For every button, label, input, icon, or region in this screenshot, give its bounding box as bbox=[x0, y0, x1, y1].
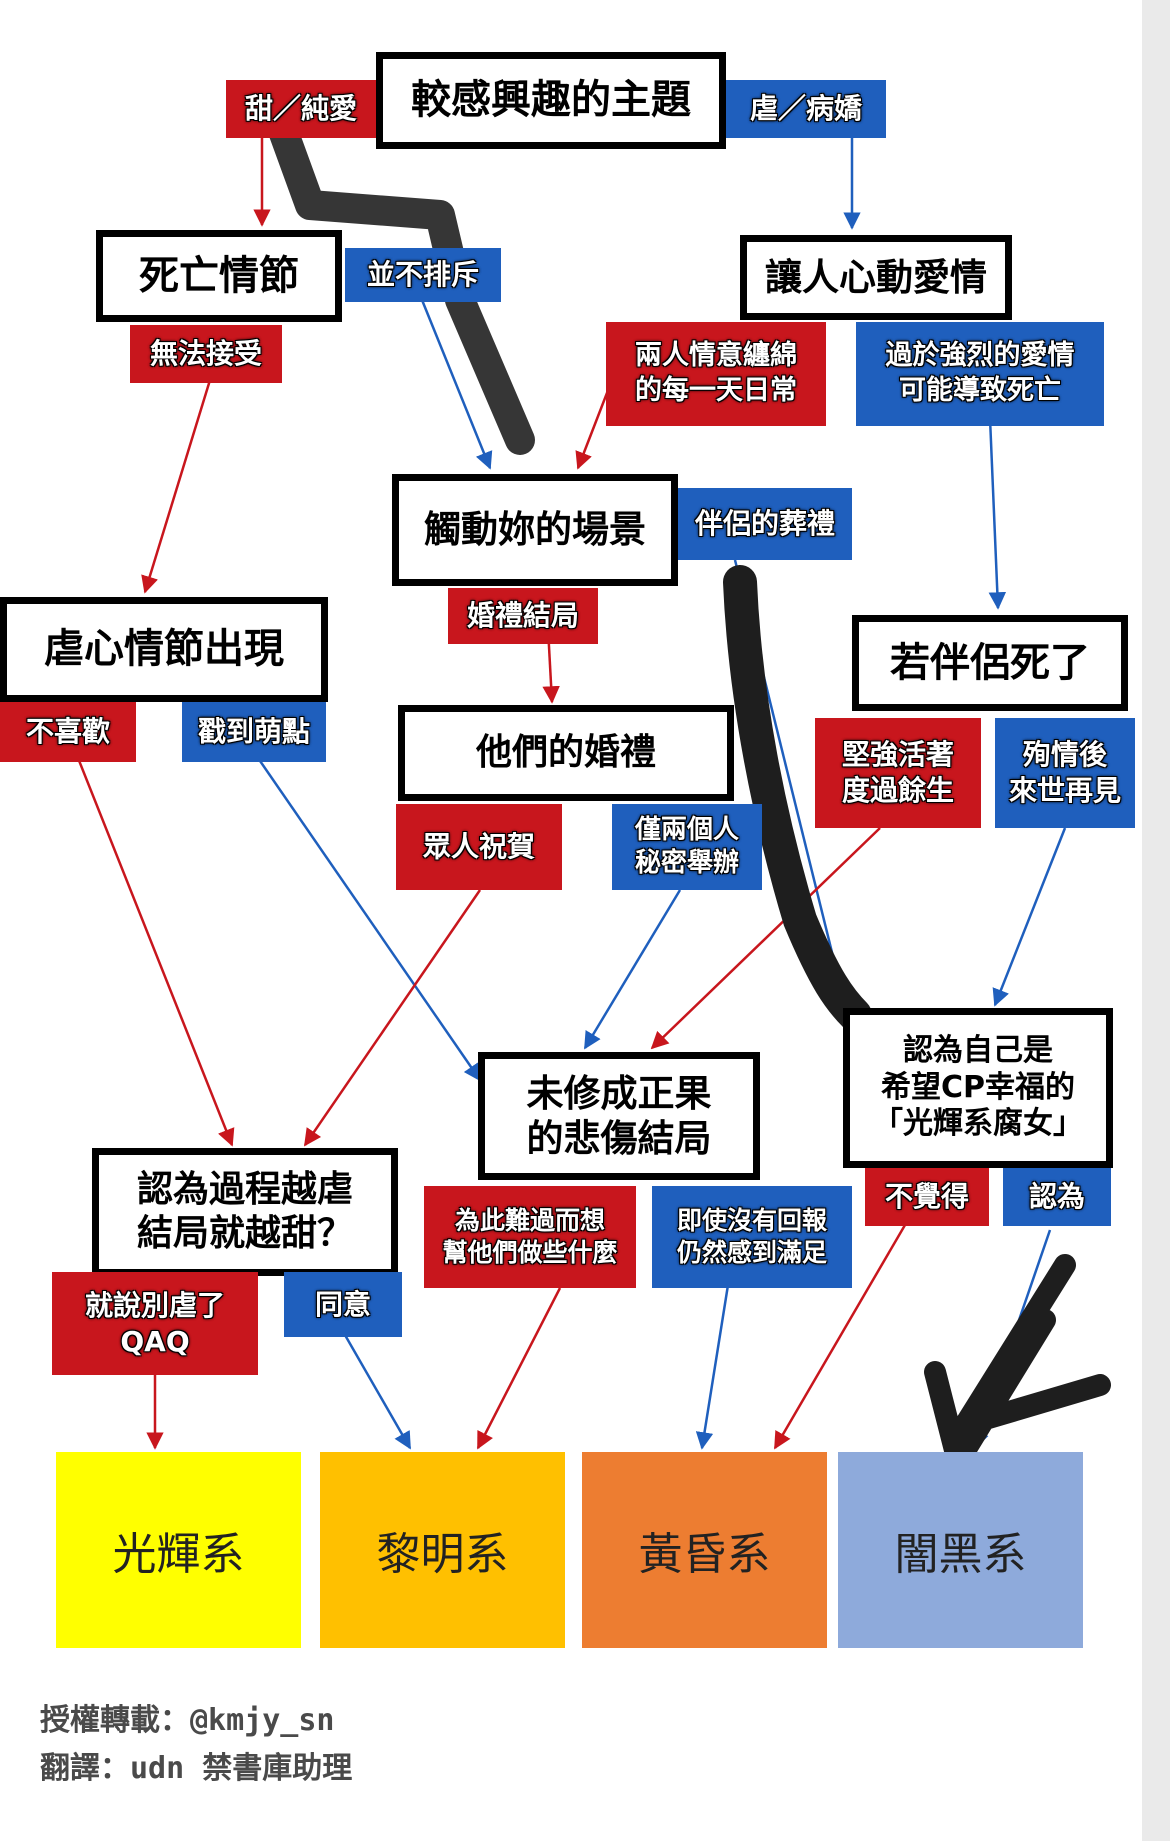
node-more-angst-sweeter: 認為過程越虐 結局就越甜？ bbox=[92, 1148, 398, 1276]
arrow-celebrate-to-angst bbox=[303, 889, 482, 1147]
node-partner-dies: 若伴侶死了 bbox=[852, 615, 1128, 711]
tag-agree: 同意 bbox=[284, 1272, 402, 1337]
tag-satisfied-anyway: 即使沒有回報 仍然感到滿足 bbox=[652, 1186, 852, 1288]
arrow-sad-to-dawn bbox=[476, 1287, 562, 1450]
tag-think-so: 認為 bbox=[1003, 1168, 1111, 1226]
tag-angst-yandere: 虐／病嬌 bbox=[726, 80, 886, 138]
tag-everyone-celebrates: 眾人祝賀 bbox=[396, 804, 562, 890]
result-dusk: 黃昏系 bbox=[582, 1452, 827, 1648]
tag-live-on: 堅強活著 度過餘生 bbox=[815, 718, 981, 828]
tag-daily-love: 兩人情意纏綿 的每一天日常 bbox=[606, 322, 826, 426]
tag-partner-funeral: 伴侶的葬禮 bbox=[678, 488, 852, 560]
arrow-dontthink-to-dusk bbox=[773, 1224, 907, 1450]
arrow-agree-to-dawn bbox=[343, 1334, 412, 1450]
tag-hits-spot: 戳到萌點 bbox=[182, 702, 326, 762]
tag-wedding-ending: 婚禮結局 bbox=[448, 588, 598, 644]
credit-authorized-repost: 授權轉載：@kmjy_sn bbox=[40, 1703, 335, 1738]
arrow-secret-to-unfulfilled bbox=[583, 889, 682, 1050]
arrow-noreject-to-scene bbox=[418, 294, 493, 470]
node-their-wedding: 他們的婚禮 bbox=[398, 705, 734, 801]
tag-intense-love: 過於強烈的愛情 可能導致死亡 bbox=[856, 322, 1104, 426]
arrow-satisfied-to-dusk bbox=[695, 1284, 730, 1450]
tag-no-reject: 並不排斥 bbox=[345, 248, 501, 302]
arrow-dislike-to-angst bbox=[76, 757, 235, 1147]
result-dawn: 黎明系 bbox=[320, 1452, 565, 1648]
credit-translation: 翻譯：udn 禁書庫助理 bbox=[40, 1751, 353, 1786]
node-interest-topic: 較感興趣的主題 bbox=[376, 52, 726, 149]
arrow-spot-to-unfulfilled bbox=[256, 757, 482, 1082]
node-touching-love: 讓人心動愛情 bbox=[740, 235, 1012, 320]
node-unfulfilled-ending: 未修成正果 的悲傷結局 bbox=[478, 1052, 760, 1180]
tag-cannot-accept: 無法接受 bbox=[130, 325, 282, 383]
result-dark: 闇黑系 bbox=[838, 1452, 1083, 1648]
node-death-plot: 死亡情節 bbox=[96, 230, 342, 322]
result-radiant: 光輝系 bbox=[56, 1452, 301, 1648]
tag-dislike: 不喜歡 bbox=[0, 702, 136, 762]
arrow-intense-to-dies bbox=[988, 417, 1007, 610]
node-heartbreak-plot: 虐心情節出現 bbox=[0, 597, 328, 702]
tag-dont-torment: 就說別虐了 QAQ bbox=[52, 1272, 258, 1375]
arrow-cannot-to-heartbreak bbox=[141, 379, 212, 594]
tag-die-for-love: 殉情後 來世再見 bbox=[995, 718, 1135, 828]
node-radiant-fujoshi: 認為自己是 希望CP幸福的 「光輝系腐女」 bbox=[843, 1008, 1113, 1168]
pen-path-scribble bbox=[267, 113, 535, 455]
tag-secret-wedding: 僅兩個人 秘密舉辦 bbox=[612, 804, 762, 890]
node-touching-scene: 觸動妳的場景 bbox=[392, 474, 678, 586]
tag-sweet-pure: 甜／純愛 bbox=[226, 80, 376, 138]
arrow-diefor-to-radiant bbox=[992, 827, 1067, 1007]
tag-sad-do-something: 為此難過而想 幫他們做些什麼 bbox=[424, 1186, 636, 1288]
pen-path-ribbon bbox=[723, 565, 872, 1032]
right-edge-strip bbox=[1142, 0, 1170, 1841]
pen-checkmark bbox=[924, 1254, 1111, 1473]
tag-dont-think: 不覺得 bbox=[865, 1168, 989, 1226]
arrow-liveon-to-unfulfilled bbox=[650, 827, 881, 1050]
